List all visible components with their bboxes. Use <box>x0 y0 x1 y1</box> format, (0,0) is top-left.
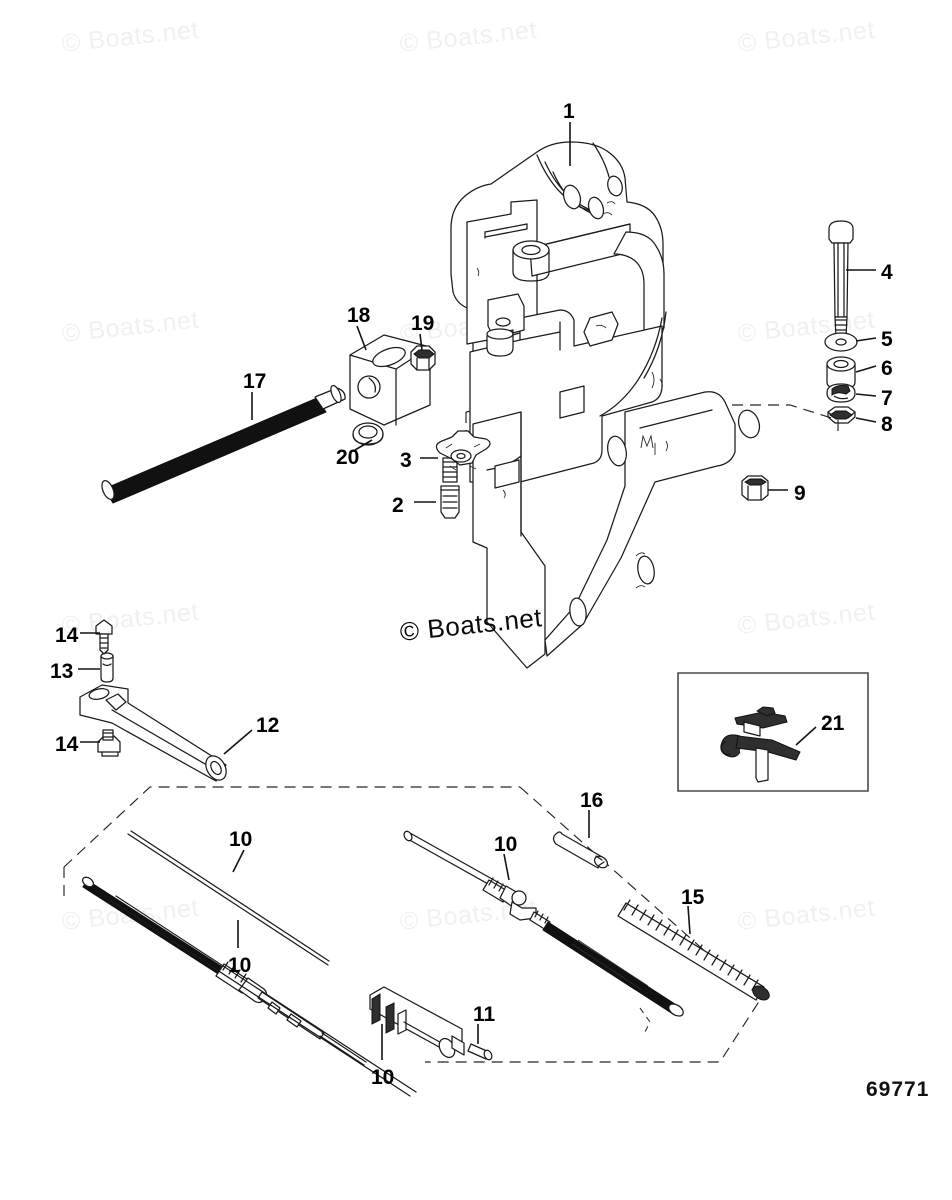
part-8-nut <box>828 407 855 423</box>
part-13-bushing <box>101 653 113 682</box>
callout-label-shift-cable-assembly[interactable]: 10 <box>228 954 252 977</box>
part-21-cable-clamp <box>721 707 800 782</box>
part-15-spiral-wrap <box>618 900 772 1003</box>
callout-label-shift-cable-assembly[interactable]: 10 <box>494 833 518 856</box>
callout-label-hex-nut-small[interactable]: 19 <box>411 312 435 335</box>
part-10-shift-cable-left <box>81 831 416 1096</box>
part-14-screw-upper <box>96 620 112 654</box>
callout-label-retainer-clip[interactable]: 3 <box>400 449 412 472</box>
diagram-number: 69771 <box>866 1078 930 1101</box>
callout-label-link-rod[interactable]: 12 <box>256 714 280 737</box>
part-10-shift-cable-right <box>402 830 685 1019</box>
part-5-flat-washer <box>825 333 857 351</box>
part-2-stud <box>441 458 459 518</box>
callout-label-flat-washer[interactable]: 5 <box>881 328 893 351</box>
callout-label-hex-nut[interactable]: 9 <box>794 482 806 505</box>
callout-label-spiral-wrap[interactable]: 15 <box>681 886 705 909</box>
callout-label-spacer-sleeve[interactable]: 6 <box>881 357 893 380</box>
part-1-gimbal-housing <box>451 142 763 668</box>
inset-detail-box <box>678 673 868 791</box>
callout-label-cable-clamp[interactable]: 21 <box>821 712 845 735</box>
part-19-hex-nut-small <box>411 346 435 370</box>
callout-label-bushing[interactable]: 13 <box>50 660 74 683</box>
part-3-retainer-clip <box>436 431 490 470</box>
callout-label-hose[interactable]: 17 <box>243 370 267 393</box>
callout-label-nut[interactable]: 8 <box>881 413 893 436</box>
callout-label-shift-cable-assembly[interactable]: 10 <box>371 1066 395 1089</box>
part-10-cable-clamp-block <box>370 987 464 1060</box>
part-14-screw-lower <box>98 730 120 756</box>
assembly-guide-cable <box>64 787 760 1062</box>
callout-label-stud[interactable]: 2 <box>392 494 404 517</box>
callout-label-connector-block[interactable]: 18 <box>347 304 371 327</box>
part-12-link-rod <box>80 685 230 784</box>
part-20-seal-ring <box>353 423 383 445</box>
callout-label-shift-cable-assembly[interactable]: 10 <box>229 828 253 851</box>
callout-label-tube[interactable]: 16 <box>580 789 604 812</box>
callout-label-lock-washer[interactable]: 7 <box>881 387 893 410</box>
callout-label-cable-pin[interactable]: 11 <box>473 1003 496 1026</box>
callout-label-gimbal-housing[interactable]: 1 <box>563 100 575 123</box>
callout-label-screw[interactable]: 14 <box>55 733 79 756</box>
part-6-spacer-sleeve <box>827 357 855 389</box>
callout-label-bolt[interactable]: 4 <box>881 261 893 284</box>
part-11-cable-pin <box>468 1044 493 1061</box>
callout-label-seal-ring[interactable]: 20 <box>336 446 360 469</box>
part-7-lock-washer <box>827 384 855 402</box>
part-4-bolt <box>829 221 853 343</box>
leader-lines <box>78 122 876 1060</box>
part-16-tube <box>554 832 610 870</box>
part-9-hex-nut <box>742 476 768 500</box>
callout-label-screw[interactable]: 14 <box>55 624 79 647</box>
part-17-hose <box>99 384 345 503</box>
